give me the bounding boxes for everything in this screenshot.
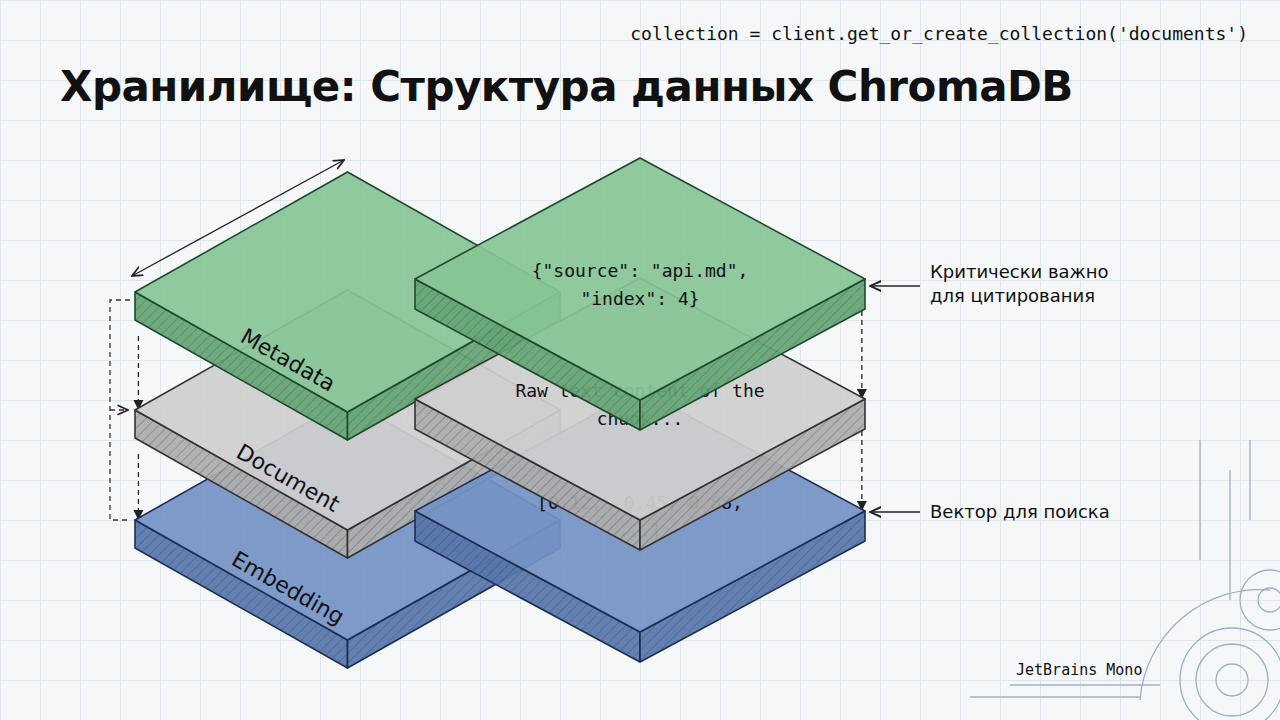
leader-line: [870, 511, 920, 512]
leader-line: [870, 285, 920, 286]
slab-edge-detail: [586, 278, 694, 307]
slab-edge-detail: [586, 390, 694, 419]
callout-note: Критически важно для цитирования: [930, 260, 1120, 309]
dashed-arrow: [138, 454, 139, 519]
dashed-arrow: [861, 431, 862, 510]
slab-edge-detail: [297, 400, 399, 429]
slide-title: Хранилище: Структура данных ChromaDB: [60, 62, 1073, 111]
slab-edge-detail: [297, 172, 399, 201]
bracket: [110, 300, 130, 520]
code-snippet: collection = client.get_or_create_collec…: [630, 22, 1248, 46]
layer-content: {"source": "api.md", "index": 4}: [515, 257, 765, 313]
slab-top: [415, 390, 865, 632]
dashed-arrow: [861, 311, 862, 398]
slab-edge-detail: [297, 290, 399, 319]
callout-note: Вектор для поиска: [930, 500, 1110, 524]
storage-layer: {"source": "api.md", "index": 4}: [415, 158, 865, 430]
dashed-arrow: [138, 336, 139, 409]
font-label: JetBrains Mono: [1016, 660, 1142, 680]
slab-edge-detail: [586, 158, 694, 187]
gear-decoration: [970, 440, 1280, 720]
